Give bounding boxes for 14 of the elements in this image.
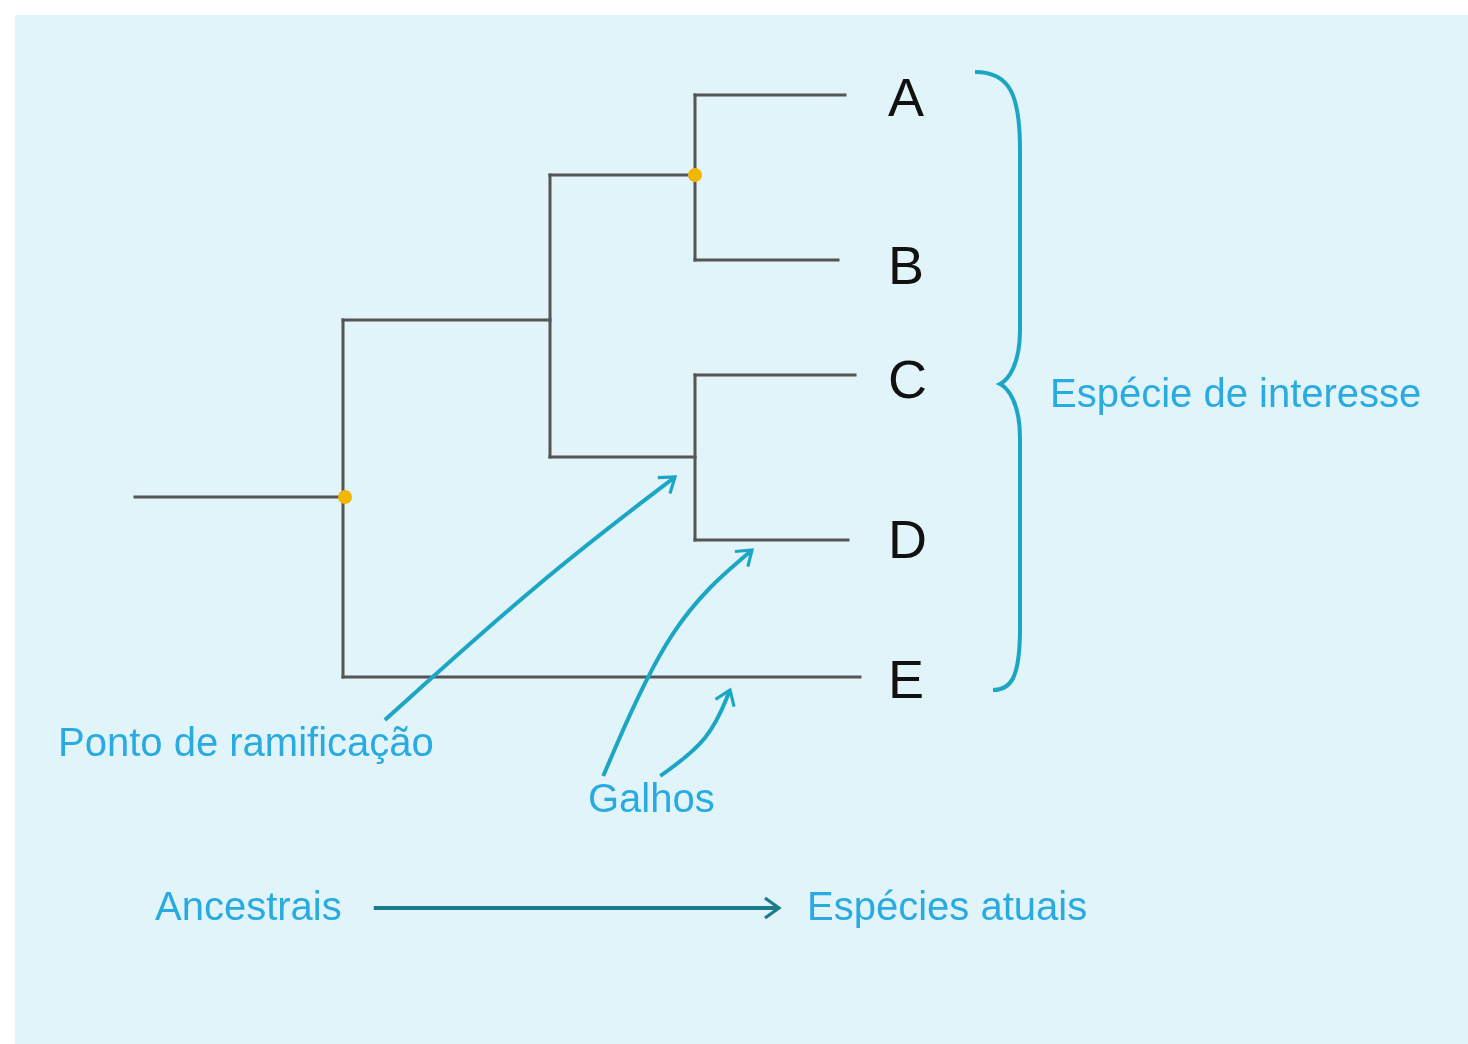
- annotation-label: Ancestrais: [155, 886, 342, 926]
- leader-line: [383, 475, 677, 722]
- leader-line: [601, 548, 754, 777]
- tip-label: B: [888, 238, 925, 292]
- leader-line: [659, 688, 736, 778]
- annotation-label: Espécie de interesse: [1050, 373, 1422, 413]
- annotation-label: Ponto de ramificação: [58, 722, 434, 762]
- annotation-label: Espécies atuais: [807, 886, 1088, 926]
- arrow: [373, 896, 781, 920]
- annotation-label: Galhos: [588, 778, 715, 818]
- tip-label: C: [888, 352, 927, 406]
- tip-label: D: [888, 512, 927, 566]
- tip-label: A: [888, 70, 925, 124]
- tip-label: E: [888, 652, 925, 706]
